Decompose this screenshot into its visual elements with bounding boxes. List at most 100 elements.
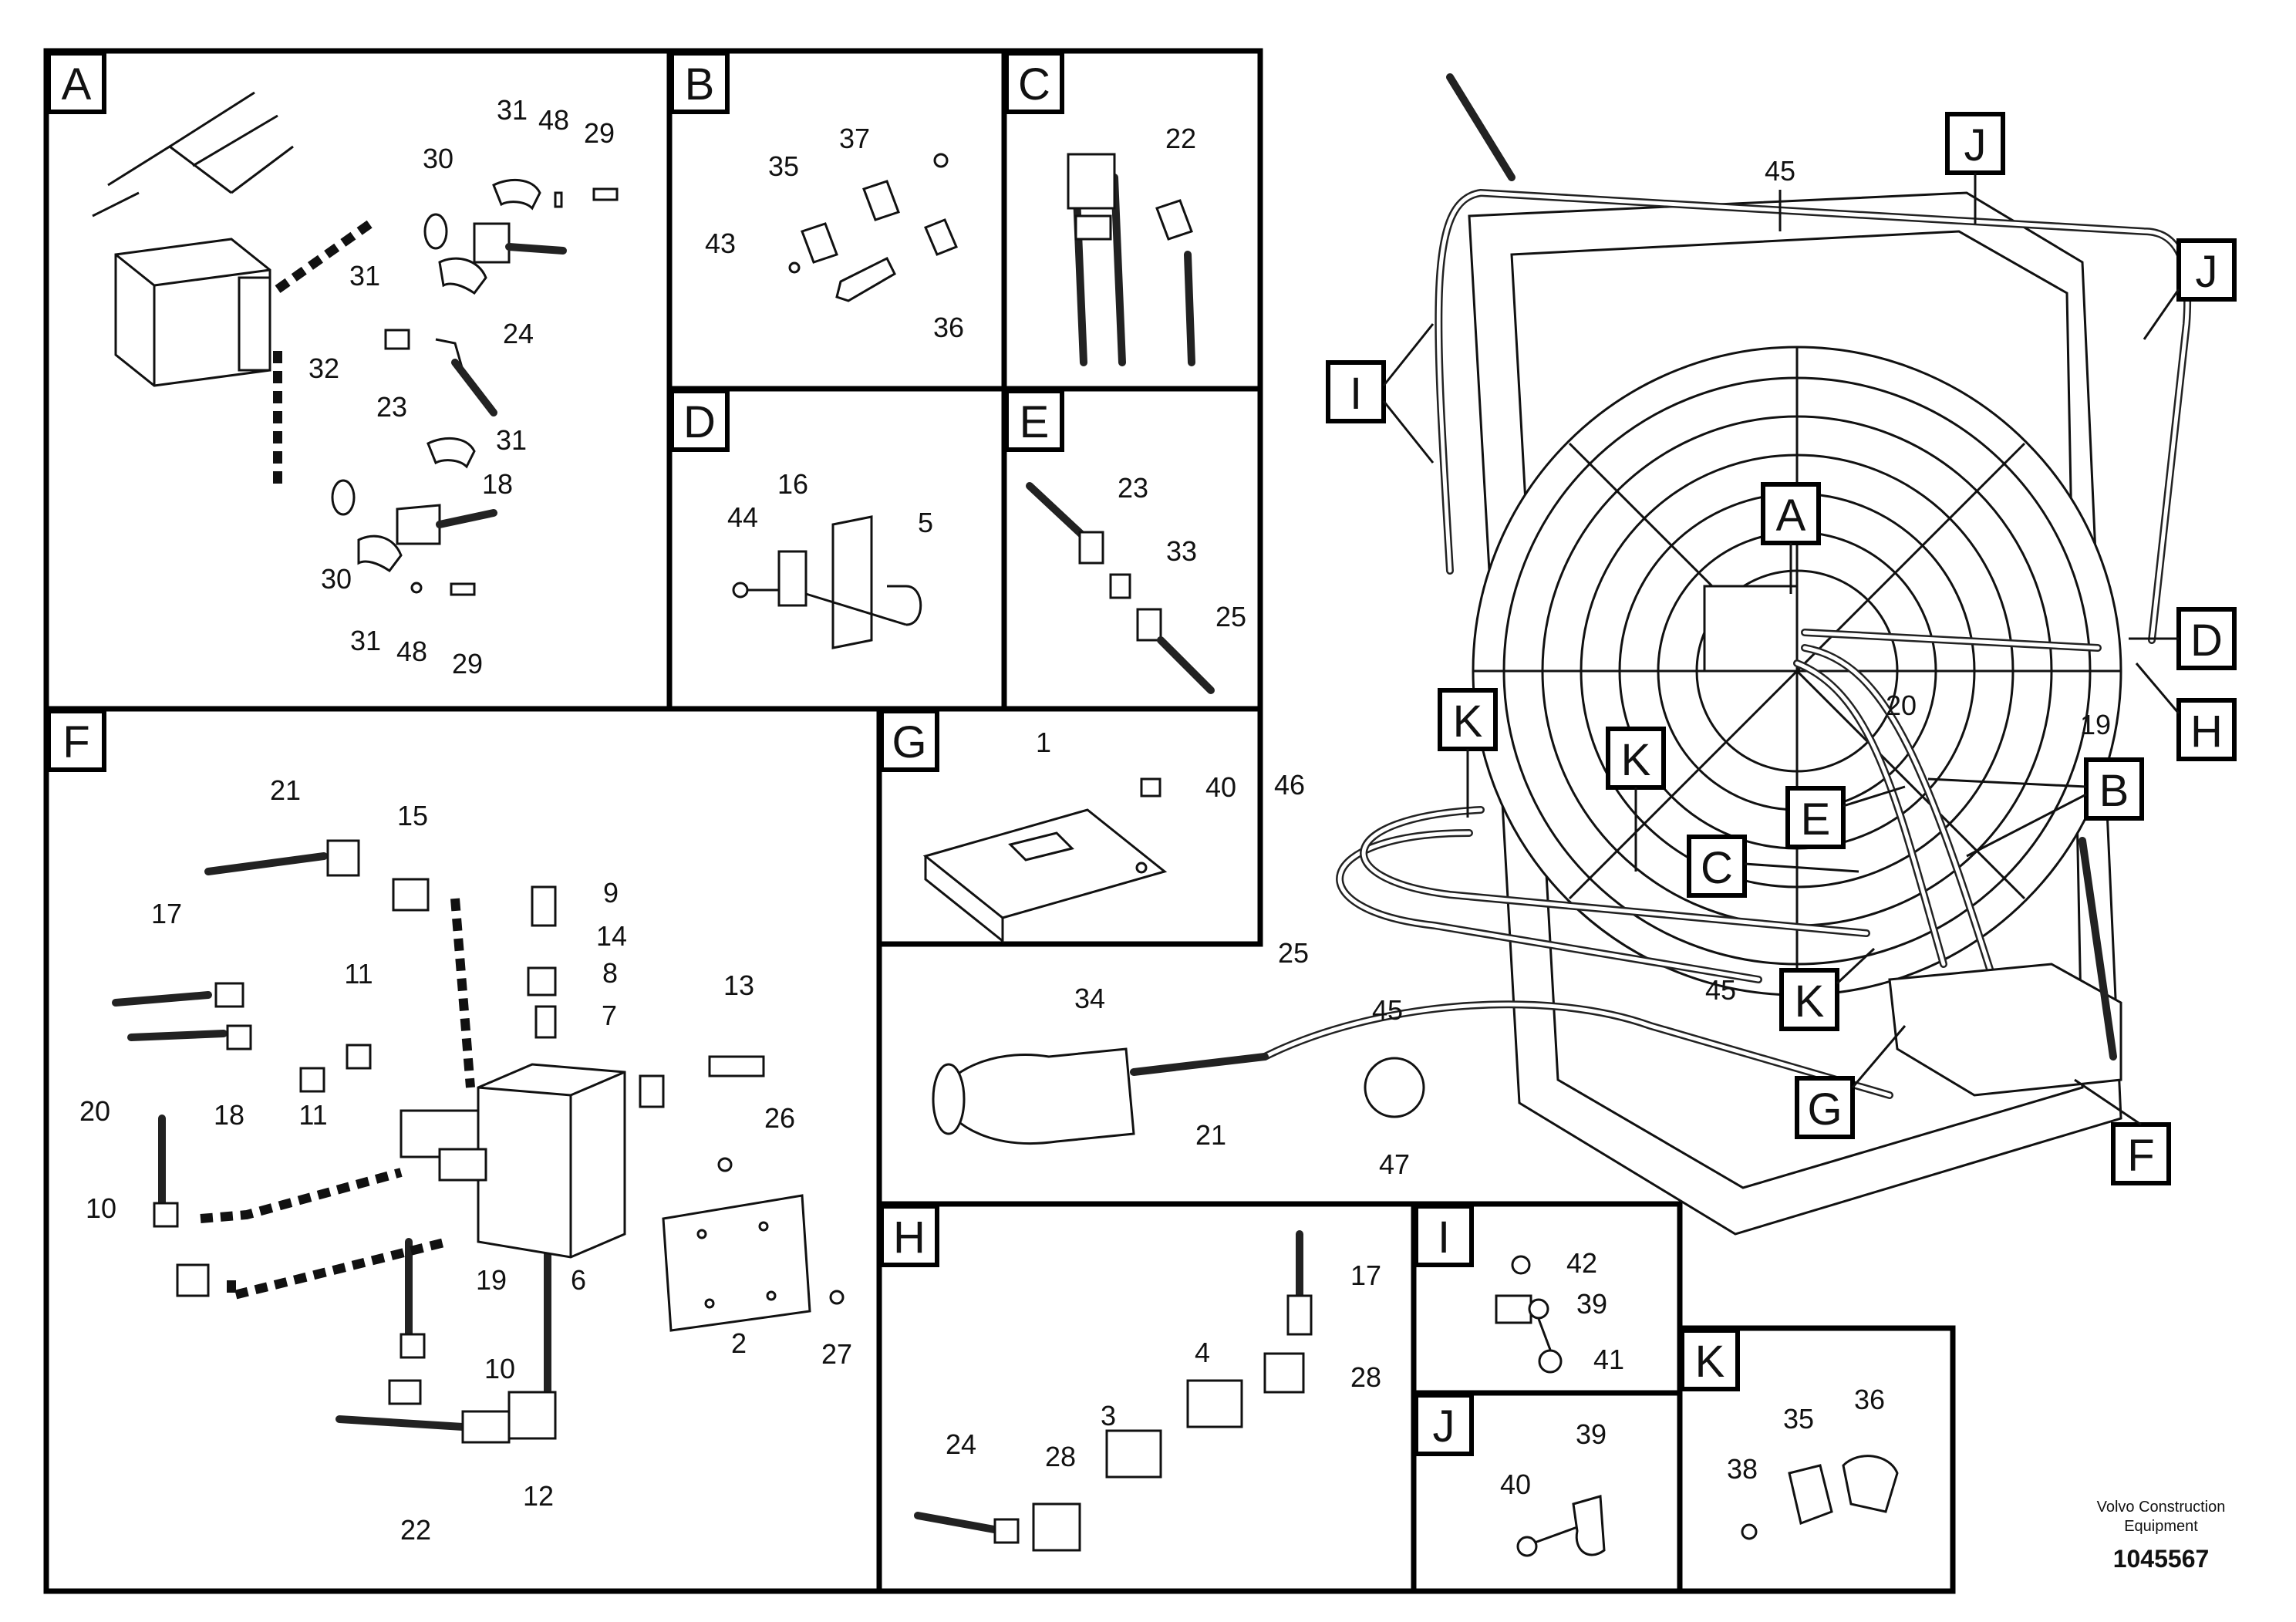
panel-ijk-drawing <box>1495 1255 1899 1557</box>
label-k-38: 38 <box>1727 1453 1758 1485</box>
panel-e-labels: 23 33 25 <box>1118 472 1246 632</box>
label-h-24: 24 <box>946 1428 976 1460</box>
footer: Volvo Construction Equipment 1045567 <box>2097 1499 2226 1573</box>
panel-i-letter: I <box>1438 1212 1450 1263</box>
label-k-35: 35 <box>1783 1403 1814 1435</box>
label-a-31b: 31 <box>349 260 380 292</box>
label-ov-20: 20 <box>1886 690 1917 721</box>
label-h-28: 28 <box>1350 1361 1381 1393</box>
label-a-23: 23 <box>376 391 407 423</box>
label-f-15: 15 <box>397 800 428 831</box>
label-b-36: 36 <box>933 312 964 343</box>
panel-d-labels: 44 16 5 <box>727 468 933 538</box>
label-a-48: 48 <box>538 104 569 136</box>
label-a-31d: 31 <box>350 625 381 656</box>
label-f-8: 8 <box>602 957 618 989</box>
label-f-12: 12 <box>523 1480 554 1512</box>
label-b-35: 35 <box>768 150 799 182</box>
label-g-1: 1 <box>1036 727 1051 758</box>
label-a-31c: 31 <box>496 424 527 456</box>
panel-g-letter: G <box>892 717 926 767</box>
callout-g: G <box>1807 1084 1842 1135</box>
label-ov-45-bottom: 45 <box>1372 994 1403 1026</box>
label-a-30b: 30 <box>321 563 352 595</box>
label-d-5: 5 <box>918 507 933 538</box>
label-h-28b: 28 <box>1045 1441 1076 1472</box>
label-f-10b: 10 <box>484 1353 515 1384</box>
label-f-26: 26 <box>764 1102 795 1134</box>
label-f-20: 20 <box>79 1095 110 1127</box>
drawing-number: 1045567 <box>2113 1545 2210 1573</box>
label-d-44: 44 <box>727 501 758 533</box>
panel-a-labels: 31 48 29 30 31 24 32 23 31 18 30 31 48 2… <box>308 94 615 679</box>
label-f-14: 14 <box>596 920 627 952</box>
panel-letter-tags: A B C D E F G H I J K <box>46 51 1740 1456</box>
panel-frames <box>43 48 1956 1594</box>
label-a-48b: 48 <box>396 636 427 667</box>
label-f-18: 18 <box>214 1099 244 1131</box>
label-f-27: 27 <box>821 1338 852 1370</box>
label-e-33: 33 <box>1166 535 1197 567</box>
label-a-29b: 29 <box>452 648 483 679</box>
panel-h-labels: 17 4 28 3 24 28 <box>946 1259 1381 1472</box>
label-i-41: 41 <box>1593 1344 1624 1375</box>
label-e-23: 23 <box>1118 472 1148 504</box>
panel-c-drawing <box>1067 153 1195 366</box>
label-a-30: 30 <box>423 143 453 174</box>
panel-k-letter: K <box>1695 1337 1725 1387</box>
label-c-22: 22 <box>1165 123 1196 154</box>
label-e-25: 25 <box>1215 601 1246 632</box>
panel-h-letter: H <box>893 1212 925 1263</box>
label-f-11b: 11 <box>298 1099 327 1131</box>
label-f-22: 22 <box>400 1514 431 1546</box>
callout-j-top: J <box>1964 120 1987 170</box>
callout-h: H <box>2190 706 2223 757</box>
label-b-43: 43 <box>705 228 736 259</box>
label-f-6: 6 <box>571 1264 586 1296</box>
overview-labels: 45 20 19 46 25 45 45 34 21 47 <box>1074 155 2111 1180</box>
label-d-16: 16 <box>777 468 808 500</box>
callout-f: F <box>2127 1131 2154 1181</box>
label-k-36: 36 <box>1854 1384 1885 1415</box>
brand-line-1: Volvo Construction <box>2097 1499 2226 1516</box>
label-a-31: 31 <box>497 94 528 126</box>
panel-g-labels: 1 40 <box>1036 727 1236 803</box>
panel-b-drawing <box>788 153 958 302</box>
label-i-39: 39 <box>1576 1288 1607 1320</box>
panel-a-drawing <box>92 91 619 596</box>
label-i-42: 42 <box>1566 1247 1597 1279</box>
callout-j-right: J <box>2196 247 2218 297</box>
label-f-2: 2 <box>731 1327 747 1359</box>
label-ov-46: 46 <box>1274 769 1305 801</box>
panel-h-drawing <box>914 1230 1313 1552</box>
panel-d-letter: D <box>683 397 716 447</box>
panel-j-letter: J <box>1433 1401 1455 1452</box>
label-f-21: 21 <box>270 774 301 806</box>
label-f-11: 11 <box>344 958 373 990</box>
callout-k-mid: K <box>1621 735 1651 785</box>
label-h-17: 17 <box>1350 1259 1381 1291</box>
panel-k-labels: 35 36 38 <box>1727 1384 1885 1485</box>
panel-j-labels: 39 40 <box>1500 1418 1607 1500</box>
label-ov-25: 25 <box>1278 937 1309 969</box>
label-h-4: 4 <box>1195 1337 1210 1368</box>
label-ov-19: 19 <box>2080 709 2111 740</box>
panel-c-letter: C <box>1018 59 1050 110</box>
label-f-19: 19 <box>476 1264 507 1296</box>
brand-line-2: Equipment <box>2124 1518 2198 1535</box>
panel-g-drawing <box>922 777 1168 944</box>
panel-f-labels: 21 15 9 14 8 7 17 11 13 20 18 11 26 10 1… <box>79 774 852 1546</box>
label-f-10: 10 <box>86 1192 116 1224</box>
panel-d-drawing <box>732 515 922 649</box>
panel-e-drawing <box>1026 482 1215 694</box>
panel-f-drawing <box>112 839 845 1444</box>
panel-f-letter: F <box>62 717 89 767</box>
callout-k-bottom: K <box>1795 976 1825 1027</box>
label-a-29: 29 <box>584 117 615 149</box>
callout-e: E <box>1801 794 1831 845</box>
label-f-13: 13 <box>723 969 754 1001</box>
label-ov-34: 34 <box>1074 983 1105 1014</box>
label-ov-45-mid: 45 <box>1705 974 1736 1006</box>
callout-c: C <box>1701 843 1733 893</box>
label-f-7: 7 <box>602 1000 617 1031</box>
